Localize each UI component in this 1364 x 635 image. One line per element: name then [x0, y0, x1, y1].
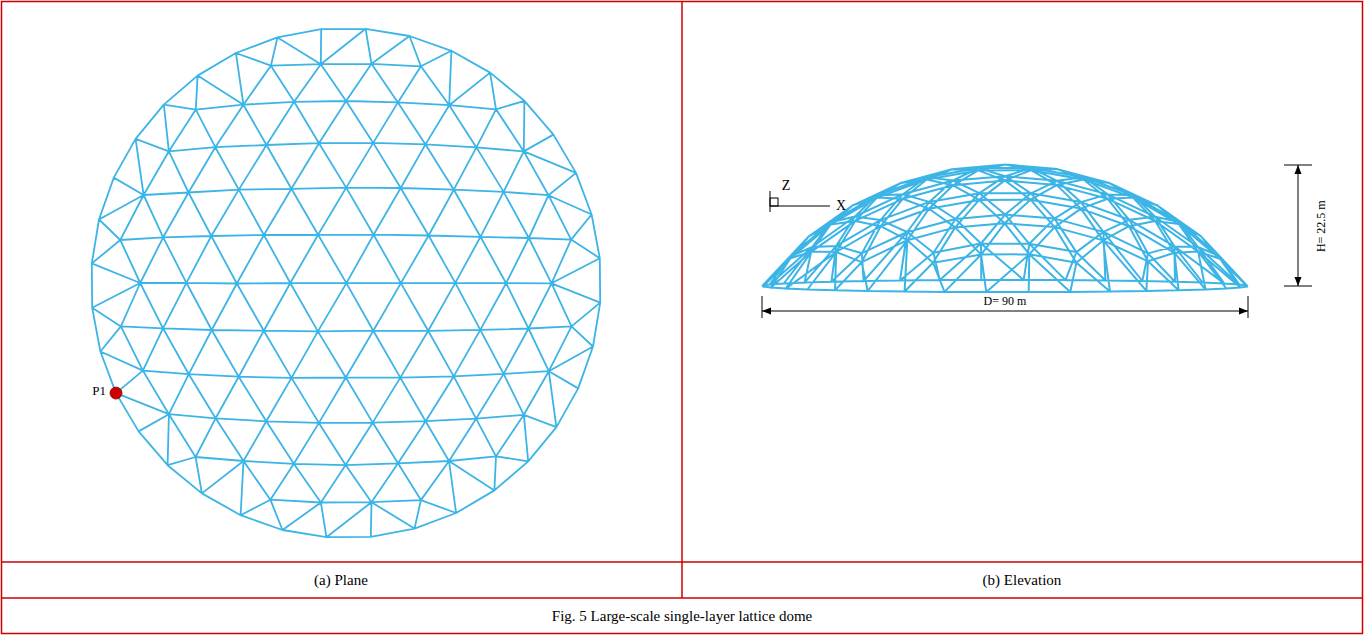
- figure-caption: Fig. 5 Large-scale single-layer lattice …: [552, 607, 812, 625]
- arrowhead: [1239, 308, 1248, 315]
- dome-plan: [92, 29, 600, 537]
- dimension-line: [762, 311, 1248, 312]
- axis-label: Z: [782, 178, 791, 195]
- subfigure-caption: (a) Plane: [314, 571, 368, 589]
- point-label: P1: [92, 383, 106, 399]
- dimension-label: D= 90 m: [984, 294, 1027, 308]
- x-axis-line: [770, 206, 830, 207]
- arrowhead: [1295, 165, 1302, 174]
- height-dimension: [1284, 165, 1312, 286]
- dome-elevation: [763, 165, 1248, 293]
- arrowhead: [762, 308, 771, 315]
- arrowhead: [1295, 277, 1302, 286]
- extension-line: [1248, 296, 1249, 318]
- frame-divider: [2, 561, 1363, 563]
- right-angle-mark: [770, 198, 778, 206]
- dimension-line: [1298, 165, 1299, 286]
- lattice-members: [763, 165, 1248, 293]
- extension-line: [762, 296, 763, 318]
- axis-label: X: [836, 198, 846, 215]
- axis-symbol: [770, 191, 830, 212]
- point-marks: [110, 387, 122, 399]
- frame-divider: [681, 2, 683, 599]
- point-marker: [110, 387, 122, 399]
- frame-divider: [2, 597, 1363, 599]
- dimension-label: H= 22.5 m: [1314, 200, 1328, 252]
- lattice-members: [92, 29, 600, 537]
- subfigure-caption: (b) Elevation: [983, 571, 1062, 589]
